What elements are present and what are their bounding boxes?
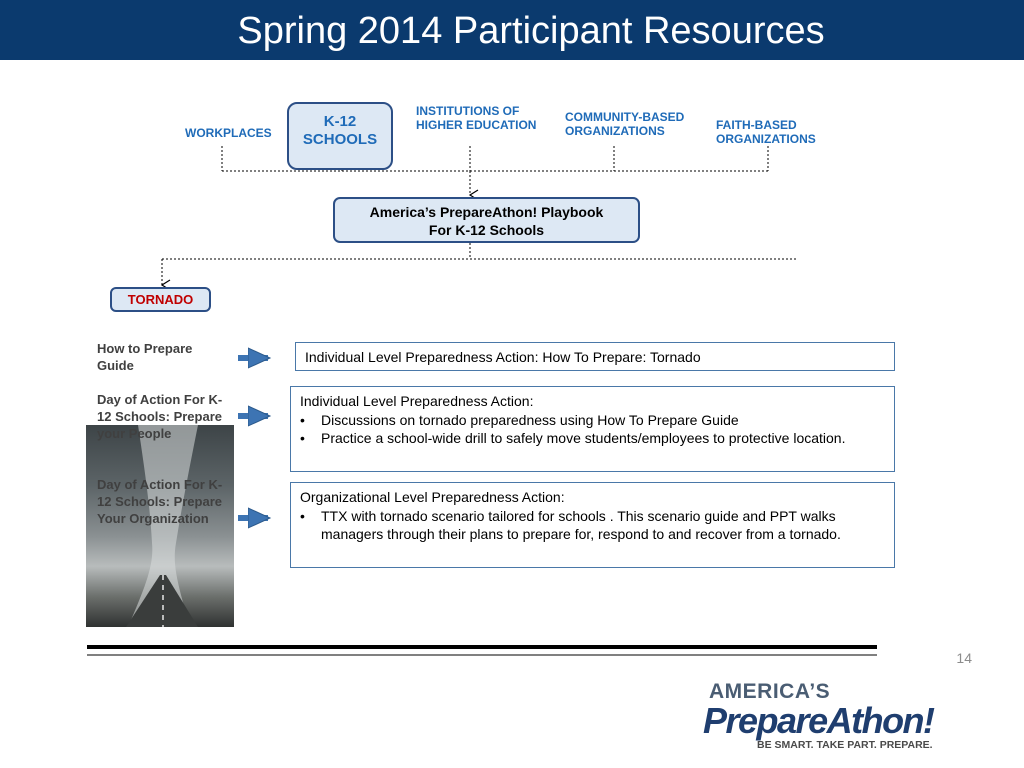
playbook-label: America’s PrepareAthon! Playbook For K-1… (333, 203, 640, 239)
action-text-people: Individual Level Preparedness Action: • … (300, 392, 875, 448)
logo-prepareathon-text: PrepareAthon! (703, 702, 934, 740)
bullet-dot: • (300, 429, 305, 448)
action-bullet: • TTX with tornado scenario tailored for… (300, 507, 877, 544)
logo-tagline: BE SMART. TAKE PART. PREPARE. (757, 739, 933, 751)
action-text-organization: Organizational Level Preparedness Action… (300, 488, 885, 544)
bullet-dot: • (300, 507, 305, 526)
bullet-dot: • (300, 411, 305, 430)
action-text-guide: Individual Level Preparedness Action: Ho… (305, 348, 701, 367)
sector-higher-education: INSTITUTIONS OF HIGHER EDUCATION (416, 104, 541, 132)
playbook-title-line2: For K-12 Schools (333, 221, 640, 239)
action-heading: Organizational Level Preparedness Action… (300, 488, 885, 507)
bullet-text: TTX with tornado scenario tailored for s… (321, 508, 841, 543)
tornado-label: TORNADO (110, 292, 211, 308)
sector-k12-label: K-12 SCHOOLS (287, 113, 393, 149)
left-item-prepare-your-people: Day of Action For K-12 Schools: Prepare … (97, 391, 227, 442)
action-bullet: • Practice a school-wide drill to safely… (300, 429, 867, 448)
action-heading: Individual Level Preparedness Action: (300, 392, 875, 411)
playbook-title-line1: America’s PrepareAthon! Playbook (333, 203, 640, 221)
sector-faith-based: FAITH-BASED ORGANIZATIONS (716, 118, 836, 146)
sector-community-based: COMMUNITY-BASED ORGANIZATIONS (565, 110, 705, 138)
page-number: 14 (940, 650, 972, 666)
sector-workplaces: WORKPLACES (185, 126, 272, 140)
action-bullet: • Discussions on tornado preparedness us… (300, 411, 867, 430)
left-item-prepare-your-organization: Day of Action For K-12 Schools: Prepare … (97, 476, 227, 527)
left-item-how-to-prepare-guide: How to Prepare Guide (97, 340, 227, 374)
bullet-text: Discussions on tornado preparedness usin… (321, 412, 739, 428)
bullet-text: Practice a school-wide drill to safely m… (321, 430, 845, 446)
